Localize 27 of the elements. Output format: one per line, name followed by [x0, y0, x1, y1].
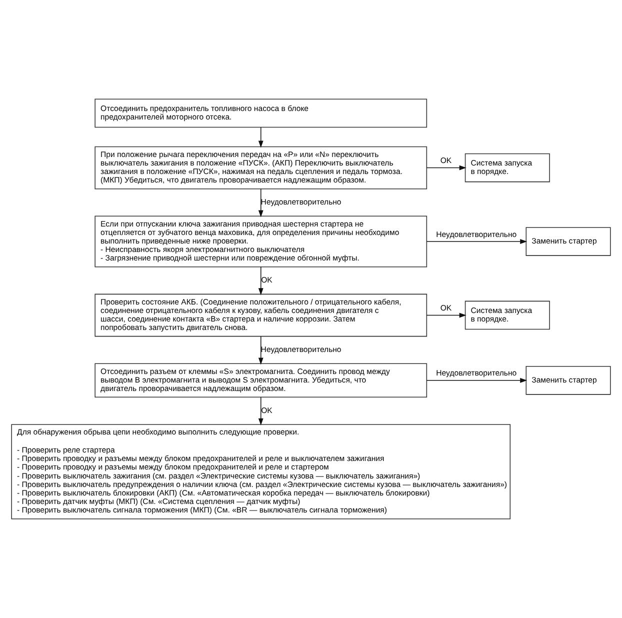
edge-label: OK	[440, 304, 452, 313]
node-box: Отсоединить предохранитель топливного насоса в блоке предохранителей моторного отсека.	[94, 98, 428, 128]
arrow	[258, 126, 264, 148]
arrow	[426, 312, 466, 318]
arrow	[426, 378, 528, 383]
edge-label: Неудовлетворительно	[436, 230, 517, 239]
node-box: Заменить стартер	[526, 366, 611, 395]
arrow	[258, 336, 264, 365]
arrow	[258, 396, 264, 426]
arrow	[258, 266, 264, 296]
edge-label: Неудовлетворительно	[260, 344, 342, 354]
node-box: Отсоединить разъем от клеммы «S» электромагнита. Соединить провод между выводом B электромагнита и выводом S электромагнита. Убедиться, что двигатель проворачивается надлежащим образом.	[94, 363, 428, 398]
arrow	[426, 239, 528, 244]
edge-label: OK	[440, 156, 452, 166]
node-box: Если при отпускании ключа зажигания приводная шестерня стартера не отцепляется от зубчатого венца маховика, для определения причины необходимо выполнить приведенные ниже проверки. - Неисправность якоря электромагнитного выключателя - Загрязнение приводной шестерни или повреждение обгонной муфты.	[94, 216, 428, 268]
node-box: Система запуска в порядке.	[464, 153, 550, 182]
node-box: Для обнаружения обрыва цепи необходимо выполнить следующие проверки. - Проверить реле стартера - Проверить проводку и разъемы между блоком предохранителей и реле и выключателем зажигания - Проверить проводку и разъемы между блоком предохранителей и реле и стартером - Проверить выключатель зажигания (см. раздел «Электрические системы кузова — выключатель зажигания») - Проверить выключатель предупреждения о наличии ключа (см. раздел «Электрические системы кузова — выключатель зажигания») - Проверить выключатель блокировки (АКП) (См. «Автоматическая коробка передач — выключатель блокировки) - Проверить датчик муфты (МКП) (См. «Система сцепления — датчик муфты) - Проверить выключатель сигнала торможения (МКП) (См. «BR — выключатель сигнала торможения)	[11, 424, 511, 520]
edge-label: Неудовлетворительно	[260, 197, 342, 206]
edge-label: OK	[261, 406, 272, 415]
edge-label: OK	[261, 275, 272, 284]
node-box: Система запуска в порядке.	[464, 300, 550, 330]
edge-label: Неудовлетворительно	[436, 368, 517, 378]
node-box: Заменить стартер	[526, 227, 611, 256]
arrow	[258, 188, 264, 218]
node-box: При положение рычага переключения передач на «P» или «N» переключить выключатель зажигания в положение «ПУСК». (АКП) Переключить выключатель зажигания в положение «ПУСК», нажимая на педаль сцепления и педаль тормоза. (МКП) Убедиться, что двигатель проворачивается надлежащим образом.	[94, 146, 428, 190]
node-box: Проверить состояние АКБ. (Соединение положительного / отрицательного кабеля, соединение отрицательного кабеля к кузову, кабель соединения двигателя с шасси, соединение контакта «B» стартера и наличие коррозии. Затем попробовать запустить двигатель снова.	[94, 294, 428, 337]
arrow	[426, 165, 466, 170]
